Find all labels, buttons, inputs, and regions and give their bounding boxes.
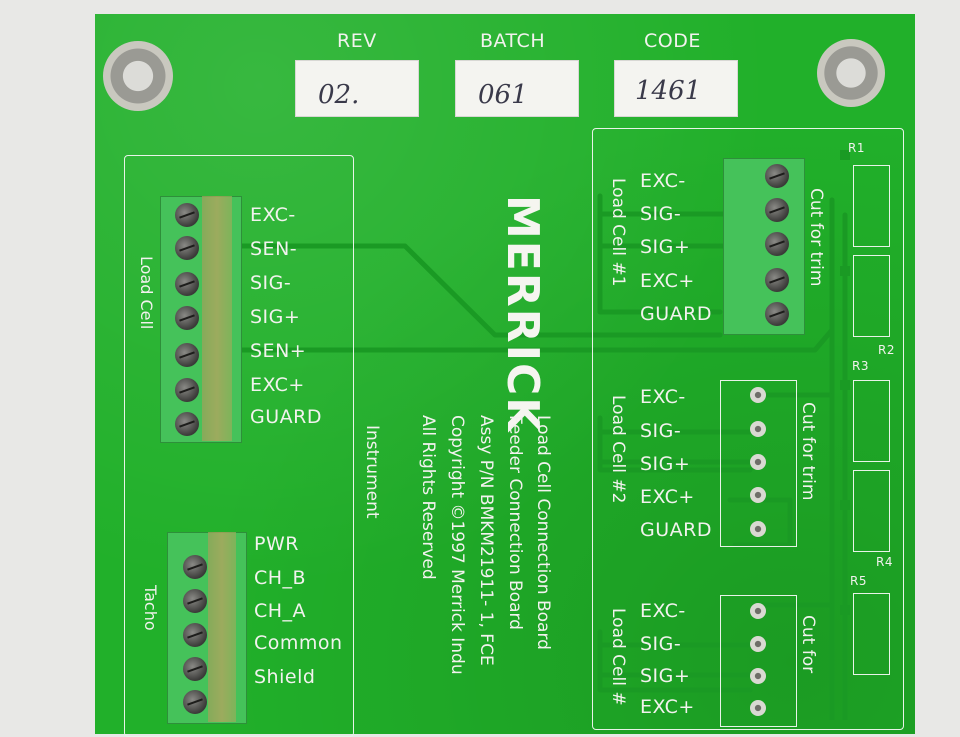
screw-icon xyxy=(175,272,199,296)
instrument-label: Instrument xyxy=(362,425,382,519)
solder-pad xyxy=(750,487,766,503)
rev-value: 02. xyxy=(318,80,360,110)
lc3-terminal-label: EXC- xyxy=(640,600,686,622)
mounting-hole-left xyxy=(103,41,173,111)
lc2-terminal-label: EXC- xyxy=(640,386,686,408)
tacho-terminal-label: Shield xyxy=(254,666,316,688)
lc2-trim-note: Cut for trim xyxy=(798,402,818,501)
code-box xyxy=(614,60,738,117)
lc1-terminal-label: EXC- xyxy=(640,170,686,192)
lc-terminal-label: GUARD xyxy=(250,406,322,428)
lc2-footprint xyxy=(720,380,797,547)
solder-pad xyxy=(750,421,766,437)
resistor-label: R1 xyxy=(848,141,865,155)
screw-icon xyxy=(183,623,207,647)
screw-icon xyxy=(175,412,199,436)
resistor-footprint-r4 xyxy=(853,470,890,552)
solder-pad xyxy=(750,668,766,684)
batch-value: 061 xyxy=(478,80,528,110)
board-text-line: Assy P/N BMKM21911- 1, FCE xyxy=(476,415,496,666)
tacho-title: Tacho xyxy=(141,585,160,631)
tacho-terminal-label: CH_B xyxy=(254,567,307,589)
terminal-shading xyxy=(208,532,236,722)
lc-terminal-label: SEN+ xyxy=(250,340,307,362)
solder-pad xyxy=(750,636,766,652)
solder-pad xyxy=(750,454,766,470)
load-cell-3-title: Load Cell # xyxy=(608,608,628,706)
resistor-label: R2 xyxy=(878,343,895,357)
lc-terminal-label: SIG+ xyxy=(250,306,301,328)
screw-icon xyxy=(175,378,199,402)
lc3-terminal-label: EXC+ xyxy=(640,696,695,718)
tacho-terminal-label: CH_A xyxy=(254,600,307,622)
rev-box xyxy=(295,60,419,117)
lc3-terminal-label: SIG+ xyxy=(640,665,691,687)
screw-icon xyxy=(765,198,789,222)
screw-icon xyxy=(183,589,207,613)
lc1-terminal-label: GUARD xyxy=(640,303,712,325)
lc1-terminal-label: EXC+ xyxy=(640,270,695,292)
lc-terminal-label: EXC+ xyxy=(250,374,305,396)
screw-icon xyxy=(183,690,207,714)
load-cell-2-title: Load Cell #2 xyxy=(608,395,628,504)
lc1-trim-note: Cut for trim xyxy=(806,188,826,287)
lc3-trim-note: Cut for xyxy=(798,615,818,674)
screw-icon xyxy=(175,203,199,227)
solder-pad xyxy=(750,603,766,619)
resistor-label: R3 xyxy=(852,359,869,373)
screw-icon xyxy=(175,236,199,260)
load-cell-title: Load Cell xyxy=(137,256,156,330)
lc2-terminal-label: SIG- xyxy=(640,420,682,442)
rev-label: REV xyxy=(337,30,377,52)
lc2-terminal-label: EXC+ xyxy=(640,486,695,508)
lc1-terminal-label: SIG+ xyxy=(640,236,691,258)
mounting-hole-right xyxy=(817,39,885,107)
batch-box xyxy=(455,60,579,117)
board-text-line: Copyright ©1997 Merrick Indu xyxy=(447,415,467,675)
lc-terminal-label: SIG- xyxy=(250,272,292,294)
lc2-terminal-label: GUARD xyxy=(640,519,712,541)
resistor-footprint-r3 xyxy=(853,380,890,462)
code-label: CODE xyxy=(644,30,701,52)
merrick-logo: MERRICK xyxy=(497,195,548,434)
lc-terminal-label: SEN- xyxy=(250,238,298,260)
screw-icon xyxy=(183,657,207,681)
solder-pad xyxy=(750,387,766,403)
lc1-terminal-label: SIG- xyxy=(640,203,682,225)
screw-icon xyxy=(765,268,789,292)
board-text-line: All Rights Reserved xyxy=(418,415,438,580)
board-text-line: Feeder Connection Board xyxy=(505,415,525,630)
terminal-shading xyxy=(202,196,232,441)
load-cell-1-title: Load Cell #1 xyxy=(608,178,628,287)
code-value: 1461 xyxy=(635,76,702,106)
tacho-terminal-label: Common xyxy=(254,632,343,654)
copper-traces xyxy=(237,150,850,720)
screw-icon xyxy=(765,232,789,256)
screw-icon xyxy=(175,343,199,367)
board-text-line: Load Cell Connection Board xyxy=(533,415,553,650)
lc3-terminal-label: SIG- xyxy=(640,633,682,655)
lc2-terminal-label: SIG+ xyxy=(640,453,691,475)
solder-pad xyxy=(750,700,766,716)
batch-label: BATCH xyxy=(480,30,546,52)
resistor-footprint-r2 xyxy=(853,255,890,337)
resistor-label: R4 xyxy=(876,555,893,569)
resistor-footprint-r5 xyxy=(853,593,890,675)
resistor-footprint-r1 xyxy=(853,165,890,247)
screw-icon xyxy=(765,302,789,326)
solder-pad xyxy=(750,521,766,537)
tacho-terminal-label: PWR xyxy=(254,533,299,555)
lc-terminal-label: EXC- xyxy=(250,204,296,226)
screw-icon xyxy=(765,164,789,188)
screw-icon xyxy=(175,306,199,330)
screw-icon xyxy=(183,555,207,579)
load-cell-1-terminal-block xyxy=(723,158,805,335)
resistor-label: R5 xyxy=(850,574,867,588)
